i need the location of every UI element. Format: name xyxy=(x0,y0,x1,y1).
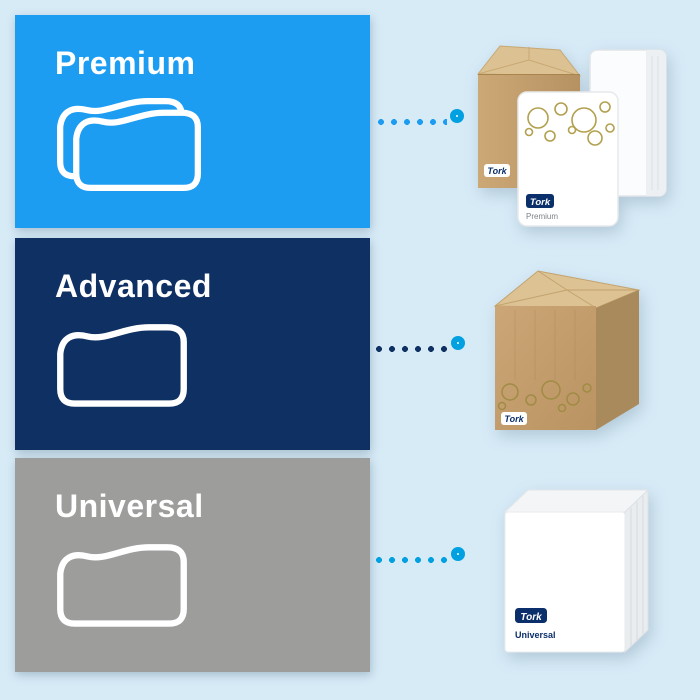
tier-block-premium: Premium xyxy=(15,15,370,228)
brand-text: Tork xyxy=(487,166,507,176)
product-photo-premium: Tork Tork Premium xyxy=(476,45,667,227)
product-photo-universal: Tork Universal xyxy=(503,488,650,654)
tier-label-advanced: Advanced xyxy=(55,268,212,304)
range-label: Universal xyxy=(515,630,556,640)
connector-node-universal xyxy=(451,547,465,561)
tier-block-advanced: Advanced xyxy=(15,238,370,450)
double-napkin-icon xyxy=(57,98,201,191)
connector-dots-premium xyxy=(377,118,447,126)
napkin-outline xyxy=(57,324,187,407)
tork-logo: Tork xyxy=(484,164,510,177)
premium-decorated-pack: Tork Premium xyxy=(517,91,619,227)
gold-circles-pattern xyxy=(497,380,592,413)
corrugation-lines xyxy=(514,310,576,380)
single-napkin-icon xyxy=(57,544,187,627)
napkin-outline xyxy=(57,544,187,627)
product-photo-advanced: Tork xyxy=(493,270,641,430)
brand-text: Tork xyxy=(530,197,551,208)
tier-label-premium: Premium xyxy=(55,45,196,81)
connector-node-advanced xyxy=(451,336,465,350)
single-napkin-icon xyxy=(57,324,187,407)
tier-label-universal: Universal xyxy=(55,488,204,524)
tork-logo: Tork Universal xyxy=(515,608,556,640)
napkin-back-outline xyxy=(57,98,185,180)
napkin-front-outline xyxy=(73,109,201,191)
brand-text: Tork xyxy=(520,612,542,623)
connector-dots-advanced xyxy=(375,345,448,353)
tork-logo: Tork xyxy=(501,412,527,425)
advanced-kraft-box: Tork xyxy=(493,270,641,430)
universal-napkin-pack: Tork Universal xyxy=(503,488,650,654)
connector-dots-universal xyxy=(375,556,448,564)
tork-logo: Tork Premium xyxy=(526,194,558,221)
range-label: Premium xyxy=(526,212,558,221)
brand-text: Tork xyxy=(504,414,524,424)
gold-circles-pattern xyxy=(524,101,615,146)
connector-node-premium xyxy=(450,109,464,123)
tier-block-universal: Universal xyxy=(15,458,370,672)
